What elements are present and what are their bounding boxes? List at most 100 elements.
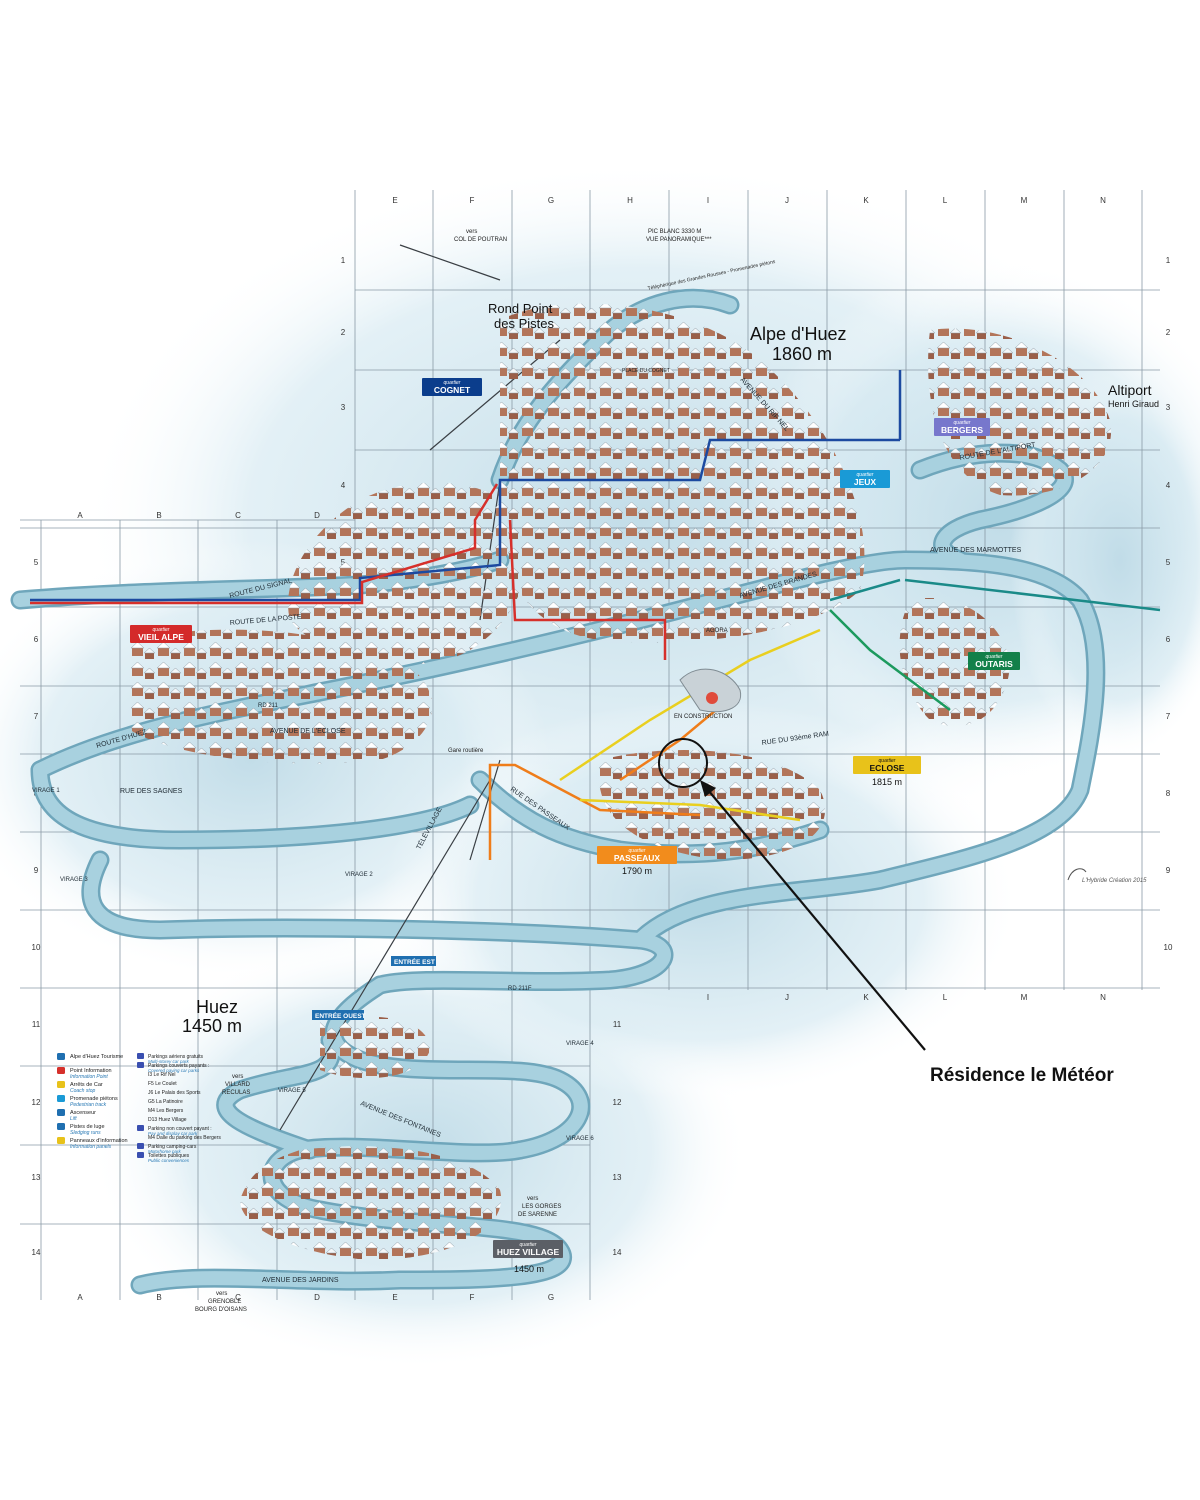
grid-row-right-10: 10 <box>1164 943 1173 952</box>
tourism-office-icon <box>57 1053 65 1060</box>
place-labels: Alpe d'Huez 1860 m Huez 1450 m Rond Poin… <box>182 229 1159 1313</box>
quarter-small-label: quartier <box>954 420 971 426</box>
quarter-tags: quartierCOGNETquartierBERGERSquartierJEU… <box>130 378 1020 1258</box>
grid-col-bottom-F: F <box>470 1293 475 1302</box>
grid-col-top-H: H <box>627 196 633 205</box>
grid-col-bottom-M: M <box>1021 993 1028 1002</box>
passeaux-altitude: 1790 m <box>622 866 652 876</box>
grid-row-mid-4: 4 <box>341 481 346 490</box>
grenoble-line1: vers <box>216 1291 227 1297</box>
grid-row-right-1: 1 <box>1166 256 1171 265</box>
villard-line1: vers <box>232 1074 243 1080</box>
legend-text: Alpe d'Huez Tourisme <box>70 1054 123 1060</box>
legend-parking-text: M4 Dalle du parking des Bergers <box>148 1135 221 1141</box>
grid-col-top-I: I <box>707 196 709 205</box>
alpe-altitude: 1860 m <box>772 344 832 364</box>
legend-parking-text: G5 La Patinoire <box>148 1099 183 1105</box>
quarter-small-label: quartier <box>153 627 170 633</box>
parking-icon <box>137 1152 144 1158</box>
rue-des-sagnes-label: RUE DES SAGNES <box>120 788 183 795</box>
credit-logo-icon <box>1067 868 1087 881</box>
alpe-name: Alpe d'Huez <box>750 324 847 344</box>
quarter-small-label: quartier <box>857 472 874 478</box>
grid-row-right-4: 4 <box>1166 481 1171 490</box>
grid-col-bottom-K: K <box>863 993 869 1002</box>
grenoble-line2: GRENOBLE <box>208 1299 241 1305</box>
grid-col-top-J: J <box>785 196 789 205</box>
legend-parking-text: I3 Le Rif Nel <box>148 1072 176 1078</box>
grid-row-left-14: 14 <box>32 1248 41 1257</box>
parking-icon <box>137 1053 144 1059</box>
avenue-eclose-label: AVENUE DE L'ECLOSE <box>270 728 346 735</box>
legend-parking-item: I3 Le Rif Nel <box>148 1072 176 1078</box>
legend-subtext: Information Point <box>70 1074 108 1080</box>
legend-text: Promenade piétons <box>70 1096 118 1102</box>
legend-parking-item: Parkings couverts payants :Covered payin… <box>137 1062 209 1073</box>
grid-col-bottom-G: G <box>548 1293 554 1302</box>
grid-row-mid-11: 11 <box>613 1020 622 1029</box>
rond-point-line2: des Pistes <box>494 316 554 331</box>
grid-col-top-G: G <box>548 196 554 205</box>
entree-ouest-sign <box>312 1010 364 1020</box>
grid-row-right-9: 9 <box>1166 866 1171 875</box>
quarter-name-label: PASSEAUX <box>614 853 660 863</box>
sarenne-line2: LES GORGES <box>522 1204 561 1210</box>
grid-row-left-6: 6 <box>34 635 39 644</box>
quarter-small-label: quartier <box>444 380 461 386</box>
legend-subtext: Pedestrian track <box>70 1102 107 1108</box>
grid-row-left-13: 13 <box>32 1173 41 1182</box>
entree-ouest-label: ENTRÉE OUEST <box>315 1011 366 1020</box>
legend-text: Pistes de luge <box>70 1124 105 1130</box>
pic-blanc-line1: PIC BLANC 3330 M <box>648 229 701 235</box>
legend-parking-subtext: Motorhome park <box>148 1149 182 1154</box>
grid-col-top-M: M <box>1021 196 1028 205</box>
legend-parking-text: Parkings aériens gratuits <box>148 1054 204 1060</box>
col-poutran-line2: COL DE POUTRAN <box>454 237 507 243</box>
quarter-small-label: quartier <box>879 758 896 764</box>
construction-marker-icon <box>706 692 718 704</box>
construction-label: EN CONSTRUCTION <box>674 714 732 720</box>
altiport-line2: Henri Giraud <box>1108 399 1159 409</box>
legend-text: Ascenseur <box>70 1110 96 1116</box>
legend-text: Arrêts de Car <box>70 1082 103 1088</box>
sarenne-line1: vers <box>527 1196 538 1202</box>
entree-est-label: ENTRÉE EST <box>394 957 435 966</box>
grid-row-right-6: 6 <box>1166 635 1171 644</box>
grid-col-top-N: N <box>1100 196 1106 205</box>
grid-col-bottom-C: C <box>235 1293 241 1302</box>
quarter-small-label: quartier <box>986 654 1003 660</box>
grid-col-top-F: F <box>470 196 475 205</box>
eclose-altitude: 1815 m <box>872 777 902 787</box>
rd211f-label: RD 211F <box>508 986 532 992</box>
grid-col-bottom-E: E <box>392 1293 397 1302</box>
building-clusters <box>130 303 1112 1260</box>
legend-parking-text: Parkings couverts payants : <box>148 1063 209 1069</box>
quarter-small-label: quartier <box>629 848 646 854</box>
construction-zone: EN CONSTRUCTION <box>674 668 742 720</box>
meteor-arrow <box>707 789 926 1051</box>
legend-text: Point Information <box>70 1068 112 1074</box>
legend-parking-item: J6 Le Palais des Sports <box>148 1090 201 1096</box>
legend-text: Panneaux d'information <box>70 1138 128 1144</box>
legend-parking-text: Parking camping-cars <box>148 1144 197 1150</box>
legend-parking-subtext: Public conveniences <box>148 1158 190 1163</box>
virage-5-label: VIRAGE 5 <box>278 1088 306 1094</box>
grid-row-mid-1: 1 <box>341 256 346 265</box>
grid-row-left-11: 11 <box>32 1020 41 1029</box>
grid-row-left-5: 5 <box>34 558 39 567</box>
meteor-label: Résidence le Météor <box>930 1065 1114 1086</box>
pedestrian-track-icon <box>57 1095 65 1102</box>
legend-parking-item: G5 La Patinoire <box>148 1099 183 1105</box>
legend-parking-text: M4 Les Bergers <box>148 1108 184 1114</box>
grid-col-top-E: E <box>392 196 397 205</box>
legend-parking-item: M4 Dalle du parking des Bergers <box>148 1135 221 1141</box>
